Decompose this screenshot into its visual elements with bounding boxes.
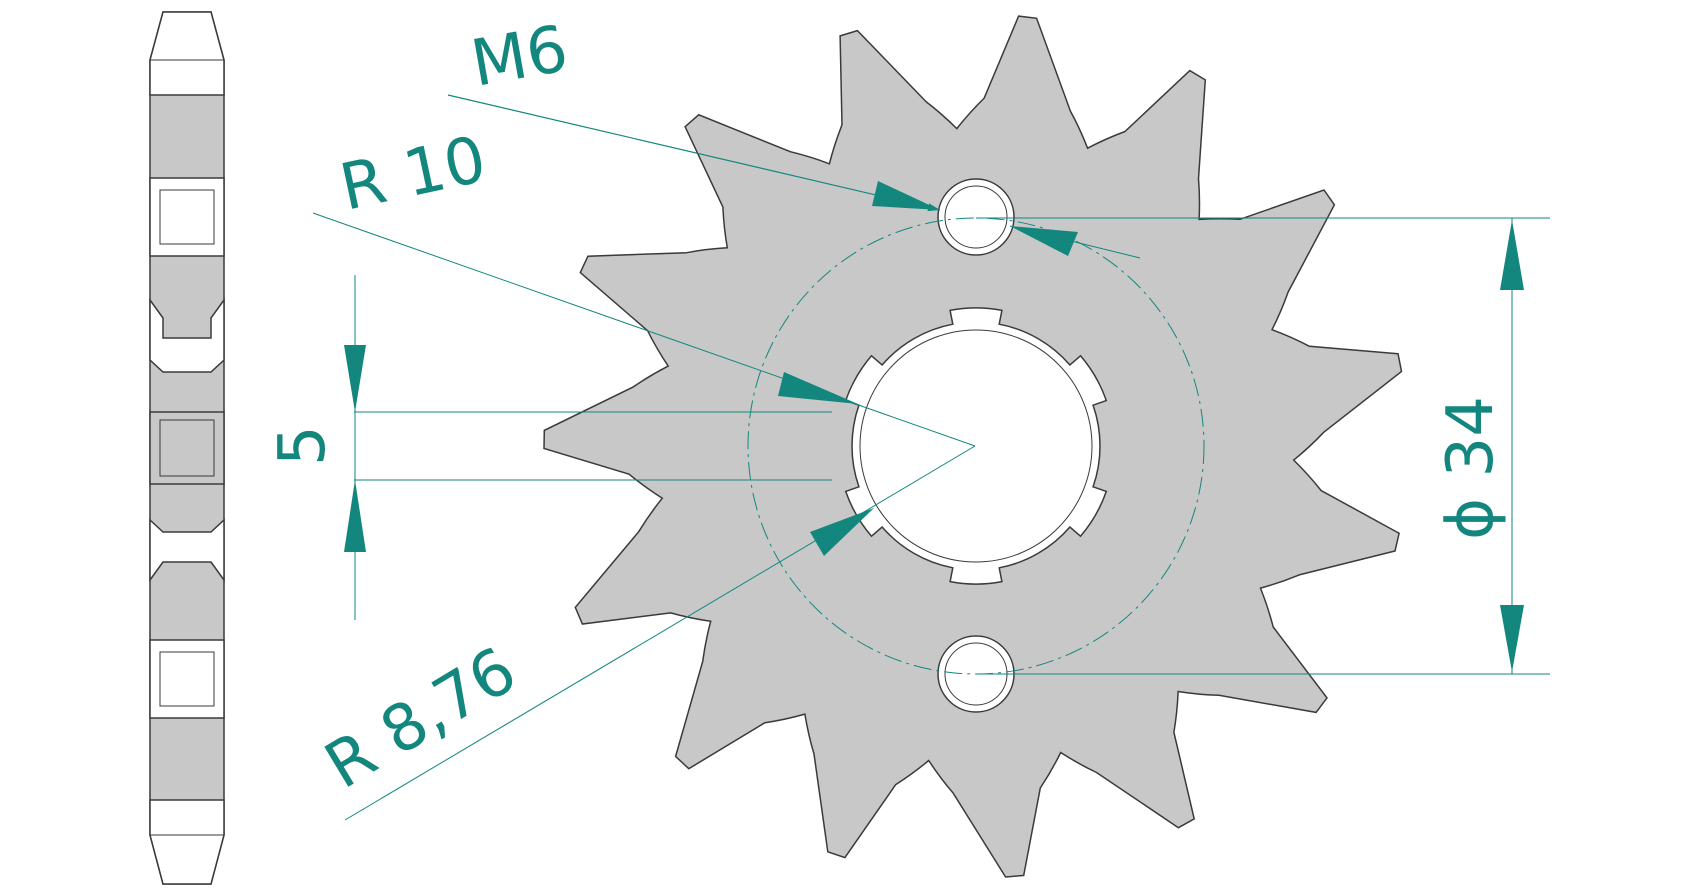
side-view-slot-3-inner [159, 651, 215, 707]
outer-radius-dimension [344, 445, 976, 821]
inner-radius-label: R 10 [334, 123, 492, 226]
spline-bore-inner-ring [859, 329, 1093, 563]
side-view-tip-top [149, 11, 225, 96]
thread-label: M6 [466, 12, 573, 102]
dimension-layer [312, 94, 1550, 821]
sprocket-side-view [149, 11, 225, 885]
side-view-slot-1-inner [159, 189, 215, 245]
thread-dimension [447, 94, 1141, 259]
mounting-hole-top [937, 178, 1015, 256]
sprocket-front-view [543, 15, 1403, 878]
bolt-circle-label: ϕ 34 [1434, 396, 1508, 540]
bolt-circle-dimension [976, 217, 1550, 675]
side-view-tip-bottom [149, 799, 225, 885]
side-view-slot-2-inner [159, 419, 215, 477]
side-view-slot-3 [149, 639, 225, 719]
side-view-slot-2 [149, 411, 225, 485]
side-view-slot-1 [149, 177, 225, 257]
spline-width-dimension [344, 275, 832, 620]
inner-radius-dimension [312, 212, 976, 447]
side-view-notch-lower [149, 518, 225, 583]
outer-radius-label: R 8,76 [313, 634, 529, 804]
spline-width-label: 5 [266, 425, 340, 466]
side-view-notch-upper [149, 297, 225, 373]
